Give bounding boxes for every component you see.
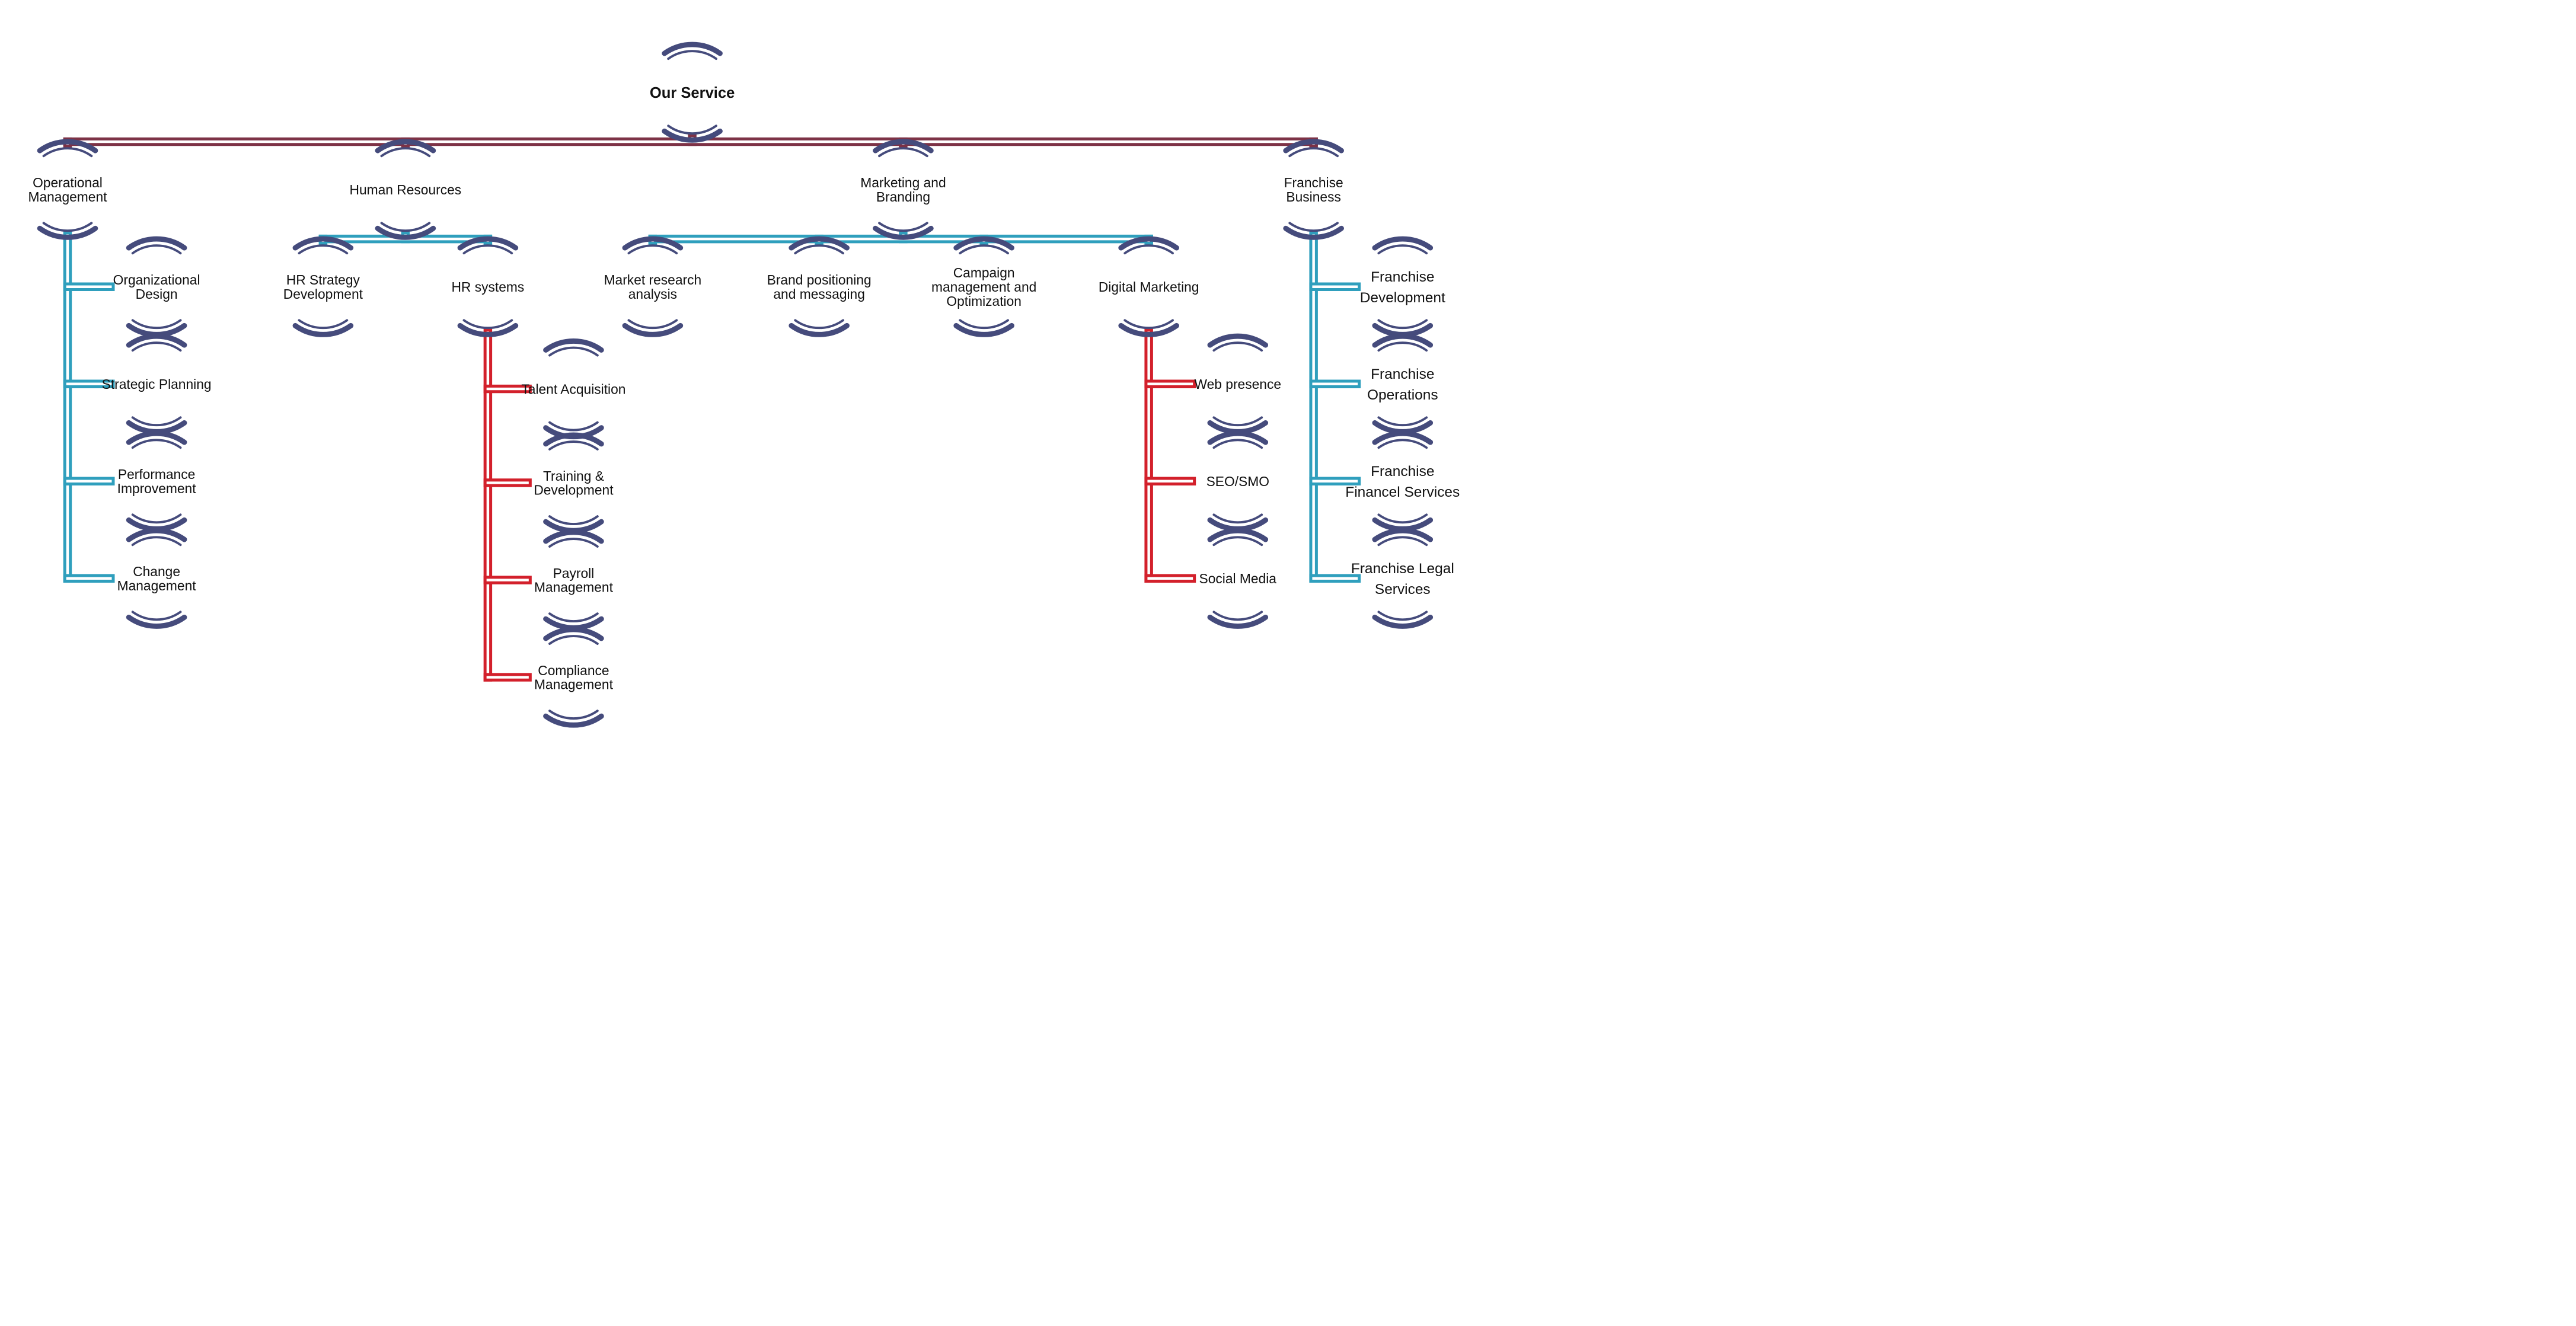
root-node-our-service: Our Service <box>650 41 735 143</box>
node-label-line: Organizational <box>113 272 200 287</box>
node-label-line: Management <box>117 578 197 593</box>
node-ring <box>1118 236 1179 337</box>
node-ring <box>1283 139 1344 240</box>
node-label-line: Management <box>534 677 614 692</box>
node-ring <box>662 41 723 143</box>
node-label-line: Human Resources <box>350 182 462 197</box>
node-label-line: Campaign <box>953 265 1015 280</box>
node-label-line: Development <box>1360 290 1445 306</box>
service-node-social-media: Social Media <box>1199 528 1277 629</box>
node-ring <box>1372 333 1434 434</box>
service-node-seo-smo: SEO/SMO <box>1206 430 1269 532</box>
node-label-line: Change <box>133 564 180 579</box>
node-label-line: Business <box>1286 189 1340 205</box>
node-label-line: Financel Services <box>1345 484 1460 500</box>
node-ring <box>457 236 519 337</box>
node-ring <box>1372 430 1434 532</box>
node-label-line: Strategic Planning <box>102 376 212 392</box>
node-ring <box>1372 236 1434 337</box>
node-label-line: Web presence <box>1195 376 1281 392</box>
node-label-line: Improvement <box>117 481 197 496</box>
node-label-line: Operations <box>1367 387 1438 403</box>
node-ring <box>873 139 934 240</box>
node-ring <box>126 236 187 337</box>
node-label-line: Brand positioning <box>767 272 872 287</box>
node-label-line: Optimization <box>946 293 1022 309</box>
category-node-human-resources: Human Resources <box>350 139 462 240</box>
node-label-line: SEO/SMO <box>1206 474 1269 489</box>
node-label-line: Branding <box>876 189 930 205</box>
service-node-digital-marketing: Digital Marketing <box>1099 236 1199 337</box>
node-ring <box>543 627 604 728</box>
node-ring <box>37 139 98 240</box>
node-ring <box>1207 528 1269 629</box>
connectors <box>63 134 1361 682</box>
node-ring <box>1372 528 1434 629</box>
node-label-line: analysis <box>628 286 677 302</box>
node-label-line: Market research <box>604 272 702 287</box>
node-label-line: Franchise <box>1371 269 1434 285</box>
service-node-strategic-planning: Strategic Planning <box>102 333 212 434</box>
node-label-line: Franchise <box>1371 366 1434 382</box>
node-label-line: Our Service <box>650 85 735 101</box>
node-label-line: Franchise <box>1371 464 1434 480</box>
node-label-line: Development <box>283 286 363 302</box>
node-ring <box>789 236 850 337</box>
service-node-training-development: Training &Development <box>534 432 614 533</box>
node-label-line: Marketing and <box>860 175 946 190</box>
node-label-line: Franchise <box>1284 175 1343 190</box>
node-ring <box>953 236 1014 337</box>
node-label-line: Management <box>534 580 614 595</box>
node-label-line: management and <box>931 279 1036 295</box>
node-label-line: Management <box>28 189 107 205</box>
node-ring <box>543 432 604 533</box>
service-node-talent-acquisition: Talent Acquisition <box>521 338 625 440</box>
node-ring <box>543 338 604 440</box>
service-node-web-presence: Web presence <box>1195 333 1281 434</box>
node-label-line: and messaging <box>773 286 865 302</box>
node-label-line: Digital Marketing <box>1099 279 1199 295</box>
node-label-line: Design <box>136 286 178 302</box>
node-ring <box>375 139 436 240</box>
node-label-line: Training & <box>543 468 604 484</box>
node-ring <box>126 528 187 629</box>
node-label-line: Social Media <box>1199 571 1277 586</box>
node-ring <box>292 236 354 337</box>
node-label-line: HR Strategy <box>286 272 360 287</box>
node-label-line: Compliance <box>538 663 609 678</box>
node-label-line: Performance <box>118 467 195 482</box>
service-node-hr-systems: HR systems <box>451 236 524 337</box>
node-label-line: Payroll <box>553 565 595 581</box>
node-label-line: Development <box>534 483 614 498</box>
node-label-line: HR systems <box>451 279 524 295</box>
node-label-line: Franchise Legal <box>1351 561 1454 577</box>
node-ring <box>622 236 684 337</box>
node-label-line: Operational <box>33 175 103 190</box>
node-label-line: Services <box>1375 581 1431 598</box>
node-label-line: Talent Acquisition <box>521 381 625 397</box>
